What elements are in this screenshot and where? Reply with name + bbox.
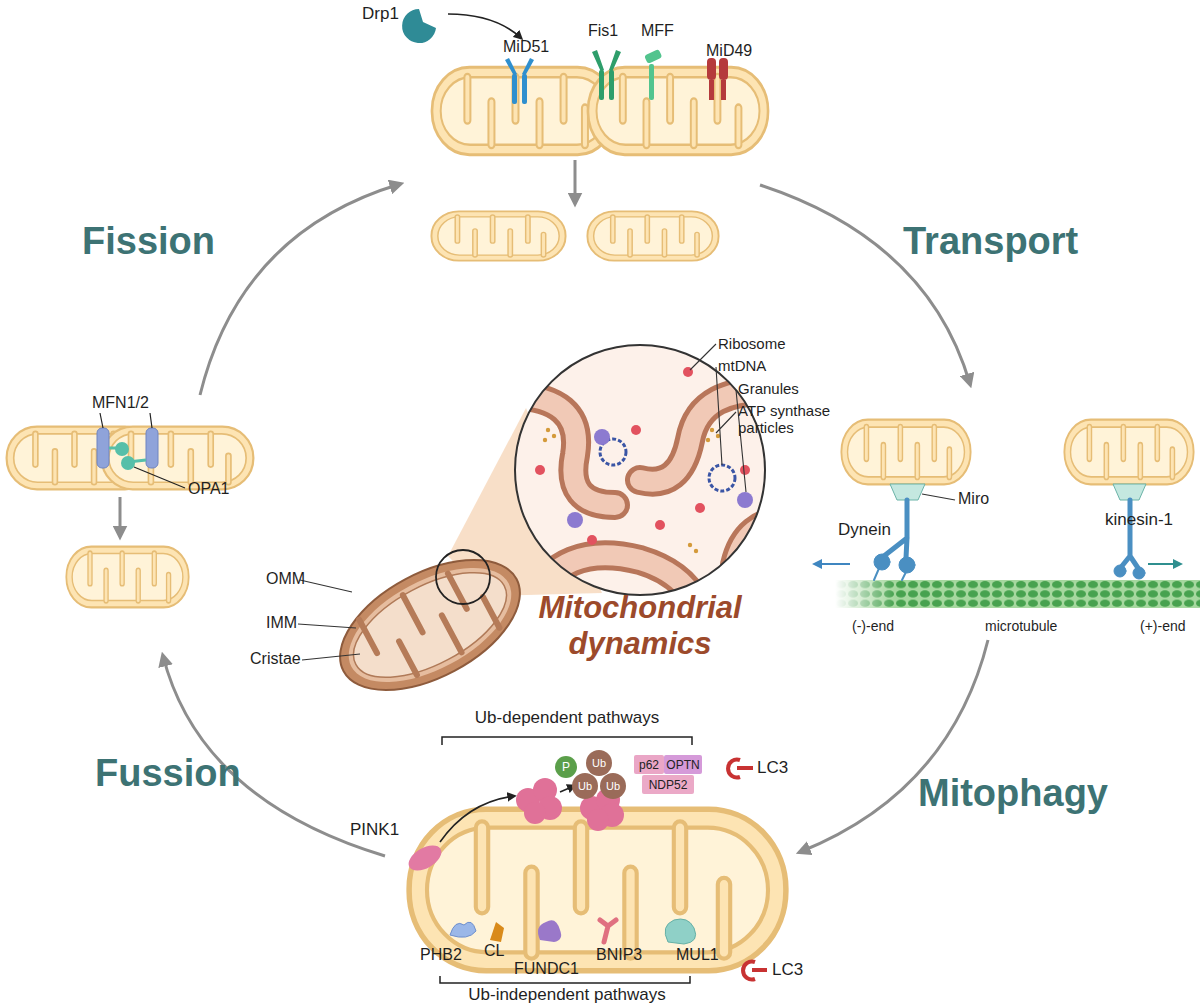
dynein-motor <box>874 500 915 580</box>
component-label: mtDNA <box>718 357 766 374</box>
protein-label: Drp1 <box>362 4 399 24</box>
membrane-label: Cristae <box>250 650 301 668</box>
ubiquitin-circle: Ub <box>572 773 598 799</box>
mid49-receptor <box>707 58 728 100</box>
fis1-receptor <box>592 50 621 100</box>
node-text: NDP52 <box>649 778 688 792</box>
motor-label: kinesin-1 <box>1105 510 1173 530</box>
recruit-arrow <box>448 14 521 38</box>
mitochondrion <box>102 427 254 490</box>
stage-title: Fussion <box>95 752 241 796</box>
drp1-icon <box>402 9 436 43</box>
structure-label: microtubule <box>985 618 1057 634</box>
transport-panel <box>815 420 1200 608</box>
adaptor-box: p62 <box>634 755 664 774</box>
node-text: Ub <box>606 780 620 792</box>
parkin-protein <box>516 778 562 824</box>
receptor-label: MFF <box>641 22 674 40</box>
protein-label: Miro <box>958 490 989 508</box>
membrane-label: IMM <box>266 614 297 632</box>
node-text: p62 <box>639 758 659 772</box>
leader-line <box>298 580 360 660</box>
mitochondrion <box>587 211 718 260</box>
microtubule-fade <box>835 580 895 608</box>
mitochondrion <box>431 211 565 260</box>
lc3-icon <box>752 968 767 972</box>
cycle-arrow <box>760 185 970 384</box>
bracket-label: Ub-dependent pathways <box>442 708 692 728</box>
receptor-proteins <box>450 919 696 944</box>
mfn-protein <box>146 428 158 468</box>
cycle-arrows <box>120 160 988 856</box>
protein-label: OPA1 <box>188 480 230 498</box>
zoom-frame <box>515 345 765 595</box>
step-arrow <box>574 160 577 203</box>
microtubule <box>835 580 1200 608</box>
protein-label: PHB2 <box>420 946 462 964</box>
direction-arrow <box>815 563 850 565</box>
zoom-circle <box>436 550 490 604</box>
lc3-icon <box>737 766 753 770</box>
mitochondrion <box>841 420 970 485</box>
mitochondrion <box>588 67 768 154</box>
component-label: ATP synthase particles <box>738 402 846 437</box>
protein-label: LC3 <box>772 960 803 980</box>
step-arrow <box>119 497 122 536</box>
fusion-panel <box>7 413 254 607</box>
pink1-protein <box>404 840 445 875</box>
adaptor-box: NDP52 <box>642 775 694 794</box>
mitochondrion <box>409 809 786 971</box>
membrane-label: OMM <box>266 570 305 588</box>
ubiquitin-circle: Ub <box>600 773 626 799</box>
protein-label: PINK1 <box>350 820 399 840</box>
node-text: Ub <box>578 780 592 792</box>
leader-line <box>100 413 185 488</box>
mitochondrion-3d <box>319 533 541 717</box>
stage-title: Transport <box>903 220 1078 264</box>
mitochondrion <box>1064 420 1193 485</box>
cycle-arrow <box>800 640 988 852</box>
protein-label: FUNDC1 <box>514 960 579 978</box>
stage-title: Fission <box>82 220 215 264</box>
end-label: (+)-end <box>1140 618 1186 634</box>
leader-line <box>922 494 955 500</box>
receptor-label: Fis1 <box>588 22 618 40</box>
bracket <box>440 976 690 983</box>
component-label: Granules <box>738 380 799 397</box>
protein-label: BNIP3 <box>596 946 642 964</box>
center-title: Mitochondrial dynamics <box>515 590 765 661</box>
mitophagy-panel <box>404 737 785 983</box>
adaptor-box: OPTN <box>664 755 702 774</box>
ubiquitin-circle: Ub <box>586 750 612 776</box>
mitochondrion <box>66 547 188 608</box>
mid51-receptor <box>505 58 534 104</box>
phospho-badge: P <box>555 756 577 778</box>
stage-title: Mitophagy <box>918 772 1108 816</box>
end-label: (-)-end <box>852 618 894 634</box>
opa1-protein <box>121 456 135 470</box>
receptor-label: MiD49 <box>706 42 752 60</box>
bracket-label: Ub-independent pathways <box>442 985 692 1005</box>
component-label: Ribosome <box>718 335 786 352</box>
cycle-arrow <box>200 184 400 395</box>
direction-arrow <box>1148 563 1180 565</box>
protein-label: CL <box>484 942 504 960</box>
protein-label: MFN1/2 <box>92 394 149 412</box>
phospho-arrow <box>440 796 514 842</box>
motor-label: Dynein <box>838 520 891 540</box>
protein-label: LC3 <box>757 758 788 778</box>
center-panel <box>298 340 790 717</box>
protein-label: MUL1 <box>676 946 719 964</box>
fission-panel <box>402 9 768 261</box>
node-text: OPTN <box>666 758 699 772</box>
mff-receptor <box>644 49 662 100</box>
receptor-label: MiD51 <box>503 38 549 56</box>
mfn-protein <box>97 428 109 468</box>
node-text: Ub <box>592 757 606 769</box>
opa1-protein <box>115 442 129 456</box>
node-text: P <box>562 760 570 774</box>
bracket <box>442 737 692 745</box>
